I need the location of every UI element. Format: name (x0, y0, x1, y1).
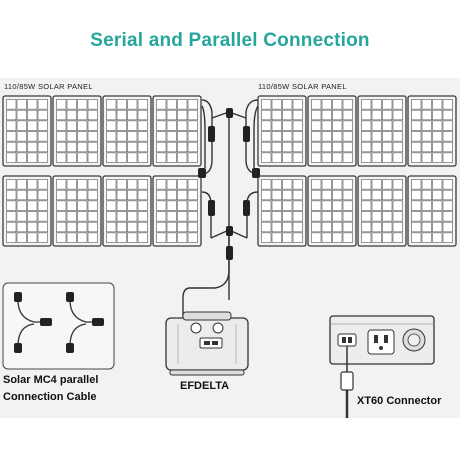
solar-module (102, 95, 152, 167)
solar-panel-right-bottom (257, 175, 457, 247)
solar-module (407, 175, 457, 247)
right-panel-label: 110/85W SOLAR PANEL (258, 82, 347, 91)
solar-panel-left-bottom (2, 175, 202, 247)
solar-panel-left-top (2, 95, 202, 167)
xt60-back-panel (329, 315, 435, 365)
page-title: Serial and Parallel Connection (90, 30, 370, 51)
solar-module (2, 95, 52, 167)
solar-module (357, 95, 407, 167)
solar-panel-right-top (257, 95, 457, 167)
solar-module (307, 95, 357, 167)
solar-module (307, 175, 357, 247)
solar-module (152, 95, 202, 167)
mc4-connectors (198, 108, 260, 260)
mc4-caption-line2: Connection Cable (3, 391, 97, 403)
mc4-cable-caption: Solar MC4 parallel Connection Cable (3, 372, 98, 406)
solar-module (52, 95, 102, 167)
solar-module (357, 175, 407, 247)
left-panel-label: 110/85W SOLAR PANEL (4, 82, 93, 91)
efdelta-power-station (165, 311, 249, 376)
xt60-cable (340, 346, 354, 418)
solar-module (407, 95, 457, 167)
solar-module (257, 95, 307, 167)
solar-module (257, 175, 307, 247)
solar-module (52, 175, 102, 247)
efdelta-caption: EFDELTA (180, 380, 230, 392)
mc4-caption-line1: Solar MC4 parallel (3, 374, 99, 386)
mc4-cable-inset (2, 282, 115, 370)
xt60-caption: XT60 Connector (357, 395, 442, 407)
solar-module (102, 175, 152, 247)
solar-module (152, 175, 202, 247)
solar-module (2, 175, 52, 247)
